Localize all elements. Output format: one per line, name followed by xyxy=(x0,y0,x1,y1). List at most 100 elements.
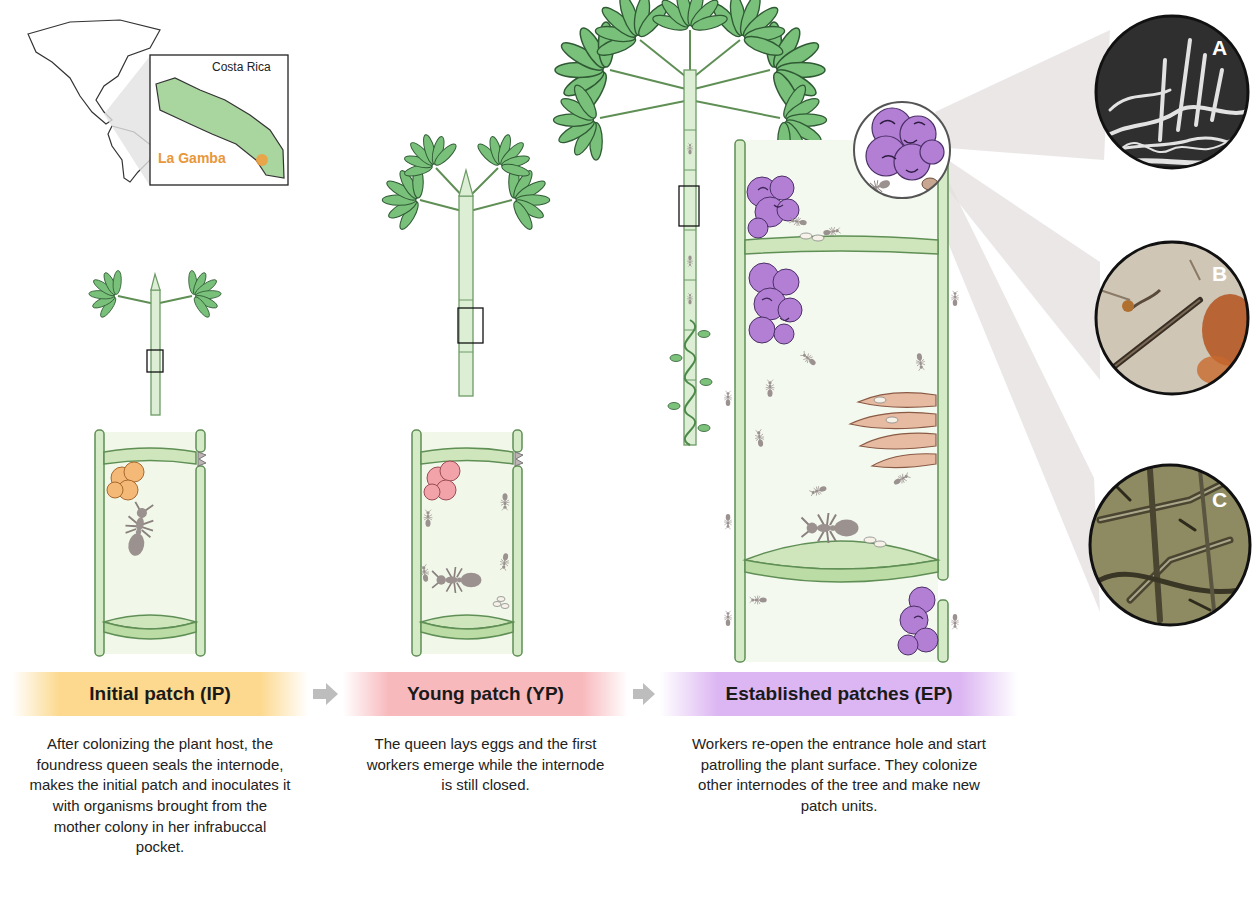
illustration-shape xyxy=(499,553,511,571)
illustration-shape xyxy=(471,123,542,185)
illustration-shape xyxy=(497,597,505,602)
band-heading: Young patch (YP) xyxy=(407,683,564,705)
stage-band: Young patch (YP)The queen lays eggs and … xyxy=(343,672,628,716)
illustration-shape xyxy=(892,471,911,487)
illustration-shape xyxy=(766,380,775,397)
illustration-shape xyxy=(750,596,767,605)
map-label: Costa Rica xyxy=(212,60,271,74)
illustration-shape xyxy=(687,143,693,154)
illustration-shape xyxy=(698,425,710,432)
panel-letter: A xyxy=(1212,36,1227,60)
illustration-shape xyxy=(1096,242,1248,394)
illustration-shape xyxy=(951,614,959,629)
illustration-shape xyxy=(1100,574,1240,591)
illustration-shape xyxy=(576,0,677,68)
band-heading: Initial patch (IP) xyxy=(89,683,230,705)
illustration-shape xyxy=(684,70,696,445)
illustration-shape xyxy=(745,560,938,582)
illustration-shape xyxy=(938,140,948,580)
illustration-shape xyxy=(864,537,876,543)
illustration-shape xyxy=(928,172,1100,612)
illustration-shape xyxy=(700,379,712,386)
zoom-wedges xyxy=(928,30,1110,612)
illustration-shape xyxy=(424,484,440,500)
illustration-shape xyxy=(880,121,925,173)
illustration-shape xyxy=(866,108,944,180)
panel-letter: C xyxy=(1212,488,1227,512)
flow-arrow xyxy=(313,683,338,705)
illustration-shape xyxy=(747,176,938,655)
band-description: Workers re-open the entrance hole and st… xyxy=(689,734,989,817)
illustration-shape xyxy=(1110,480,1210,610)
illustration-shape xyxy=(687,293,693,304)
stage-band: Established patches (EP)Workers re-open … xyxy=(660,672,1018,716)
illustration-shape xyxy=(1120,140,1230,152)
illustration-shape xyxy=(182,262,229,321)
illustration-shape xyxy=(735,140,745,662)
illustration-shape xyxy=(121,501,158,558)
band-description: After colonizing the plant host, the fou… xyxy=(29,734,291,858)
illustration-shape xyxy=(156,78,284,178)
illustration-shape xyxy=(914,353,926,371)
illustration-shape xyxy=(424,510,433,527)
illustration-shape xyxy=(687,256,693,267)
illustration-shape xyxy=(82,262,129,321)
illustration-shape xyxy=(898,635,918,655)
illustration-shape xyxy=(748,218,768,238)
illustration-shape xyxy=(770,176,794,200)
internode-initial xyxy=(95,430,206,656)
illustration-shape xyxy=(749,317,775,343)
illustration-shape xyxy=(668,403,680,410)
illustration-shape xyxy=(1100,107,1250,140)
illustration-shape xyxy=(812,235,824,241)
internode-young-content xyxy=(419,461,511,609)
world-map xyxy=(28,20,288,186)
illustration-shape xyxy=(432,567,481,593)
panel-letter: B xyxy=(1212,262,1227,286)
illustration-shape xyxy=(459,196,473,396)
illustration-shape xyxy=(823,226,841,238)
stage-band: Initial patch (IP)After colonizing the p… xyxy=(12,672,308,716)
illustration-shape xyxy=(1150,470,1160,620)
illustration-shape xyxy=(651,0,728,33)
illustration-shape xyxy=(860,433,936,449)
illustration-shape xyxy=(854,102,950,198)
illustration-shape xyxy=(501,493,510,510)
internode-established xyxy=(724,140,959,662)
illustration-shape xyxy=(1122,300,1134,312)
illustration-shape xyxy=(1100,470,1250,620)
illustration-shape xyxy=(670,355,682,362)
internode-young xyxy=(412,430,523,656)
illustration-shape xyxy=(874,541,886,547)
illustration-shape xyxy=(1130,290,1160,310)
micrograph-c xyxy=(1090,465,1250,625)
illustration-shape xyxy=(1096,40,1250,170)
illustration-shape xyxy=(951,291,959,306)
micrograph-a xyxy=(1096,16,1250,170)
illustration-shape xyxy=(459,170,473,196)
illustration-shape xyxy=(1090,465,1250,625)
band-description: The queen lays eggs and the first worker… xyxy=(361,734,611,796)
illustration-shape xyxy=(745,140,938,662)
illustration-shape xyxy=(938,600,948,662)
flow-arrow xyxy=(633,683,655,705)
illustration-shape xyxy=(800,233,812,239)
illustration-shape xyxy=(150,55,288,185)
illustration-shape xyxy=(1096,16,1248,168)
illustration-shape xyxy=(1100,470,1250,520)
illustration-shape xyxy=(872,454,936,468)
illustration-shape xyxy=(874,397,886,403)
plant-young xyxy=(375,123,558,396)
illustration-shape xyxy=(1090,465,1250,625)
illustration-shape xyxy=(703,0,804,68)
illustration-shape xyxy=(778,298,802,322)
illustration-shape xyxy=(124,462,144,482)
illustration-shape xyxy=(679,186,699,226)
illustration-shape xyxy=(493,602,501,607)
illustration-shape xyxy=(774,324,794,344)
illustration-shape xyxy=(256,154,268,166)
illustration-shape xyxy=(1110,300,1200,370)
illustration-shape xyxy=(920,140,944,164)
illustration-shape xyxy=(850,393,936,468)
